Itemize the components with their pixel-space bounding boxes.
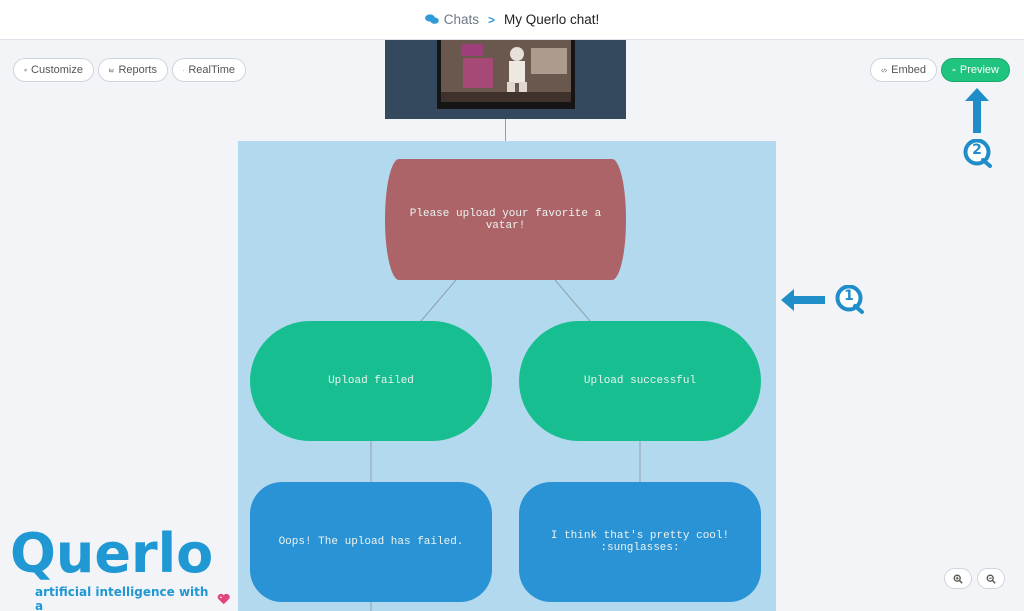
chat-bubbles-icon: [424, 14, 439, 24]
upload-avatar-prompt-node[interactable]: Please upload your favorite a vatar!: [385, 159, 626, 280]
zoom-out-button[interactable]: [977, 568, 1005, 589]
preview-button[interactable]: Preview: [941, 58, 1010, 82]
reports-button[interactable]: Reports: [98, 58, 168, 82]
realtime-button[interactable]: RealTime: [172, 58, 246, 82]
connector-line: [505, 119, 506, 159]
reports-label: Reports: [118, 64, 157, 76]
image-preview: [437, 40, 575, 109]
zoom-in-icon: [953, 574, 963, 584]
upload-failed-message-node[interactable]: Oops! The upload has failed.: [250, 482, 492, 602]
breadcrumb-chats-label: Chats: [443, 12, 479, 27]
customize-label: Customize: [31, 64, 83, 76]
querlo-logo: Querlo artificial intelligence with a: [10, 522, 230, 611]
embed-label: Embed: [891, 64, 926, 76]
breadcrumb-separator: >: [487, 12, 495, 27]
logo-tagline: artificial intelligence with a: [35, 585, 230, 611]
preview-label: Preview: [959, 64, 999, 76]
line-chart-icon: [109, 68, 115, 73]
zoom-out-icon: [986, 574, 996, 584]
step1-label: 1: [844, 288, 854, 304]
rss-icon: [183, 69, 185, 71]
step1-badge: 1: [835, 284, 865, 315]
avatar-photo: [441, 40, 571, 102]
step2-arrow-icon: [965, 88, 989, 133]
step2-badge: 2: [963, 138, 993, 169]
step1-arrow-icon: [781, 289, 825, 311]
top-bar: Chats > My Querlo chat!: [0, 0, 1024, 40]
customize-button[interactable]: Customize: [13, 58, 94, 82]
avatar-image-node[interactable]: [385, 40, 626, 119]
gear-icon: [24, 68, 27, 72]
breadcrumb-chats[interactable]: Chats: [424, 12, 479, 27]
eye-icon: [952, 69, 956, 71]
upload-failed-node[interactable]: Upload failed: [250, 321, 492, 441]
chat-title: My Querlo chat!: [504, 12, 600, 27]
upload-success-message-node[interactable]: I think that's pretty cool! :sunglasses:: [519, 482, 761, 602]
code-icon: [881, 68, 887, 72]
upload-successful-node[interactable]: Upload successful: [519, 321, 761, 441]
step2-label: 2: [972, 142, 982, 158]
logo-tagline-text: artificial intelligence with a: [35, 585, 209, 611]
heart-icon: [217, 593, 230, 605]
zoom-in-button[interactable]: [944, 568, 972, 589]
realtime-label: RealTime: [188, 64, 235, 76]
logo-wordmark: Querlo: [10, 522, 214, 585]
embed-button[interactable]: Embed: [870, 58, 937, 82]
